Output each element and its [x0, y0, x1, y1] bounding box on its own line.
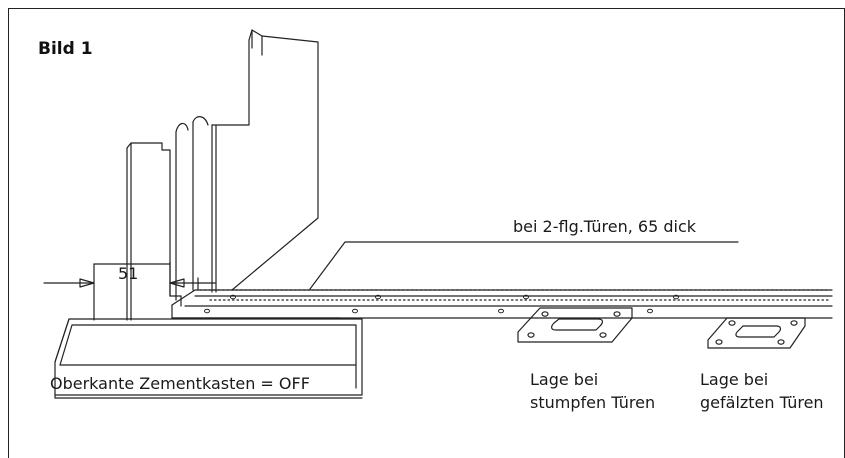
- rail-holes: [204, 294, 679, 314]
- cement-box: [54, 318, 363, 399]
- label-rebated-doors-1: Lage bei: [700, 370, 768, 389]
- door-panel-large: [211, 29, 319, 291]
- anchor-plate-rebated: [707, 317, 806, 349]
- label-blunt-doors-2: stumpfen Türen: [530, 393, 655, 412]
- label-cement-box: Oberkante Zementkasten = OFF: [50, 374, 310, 393]
- anchor-plate-blunt: [517, 307, 633, 343]
- dimension-value: 51: [118, 264, 138, 283]
- label-door-thickness: bei 2-flg.Türen, 65 dick: [513, 217, 697, 236]
- leader-line-thickness: [309, 241, 739, 290]
- door-frame-profile: [126, 131, 182, 321]
- door-panel-middle: [175, 116, 217, 293]
- label-blunt-doors-1: Lage bei: [530, 370, 598, 389]
- floor-rail: [171, 289, 833, 319]
- figure-title: Bild 1: [38, 39, 93, 59]
- dimension-51: [43, 261, 216, 321]
- label-rebated-doors-2: gefälzten Türen: [700, 393, 824, 412]
